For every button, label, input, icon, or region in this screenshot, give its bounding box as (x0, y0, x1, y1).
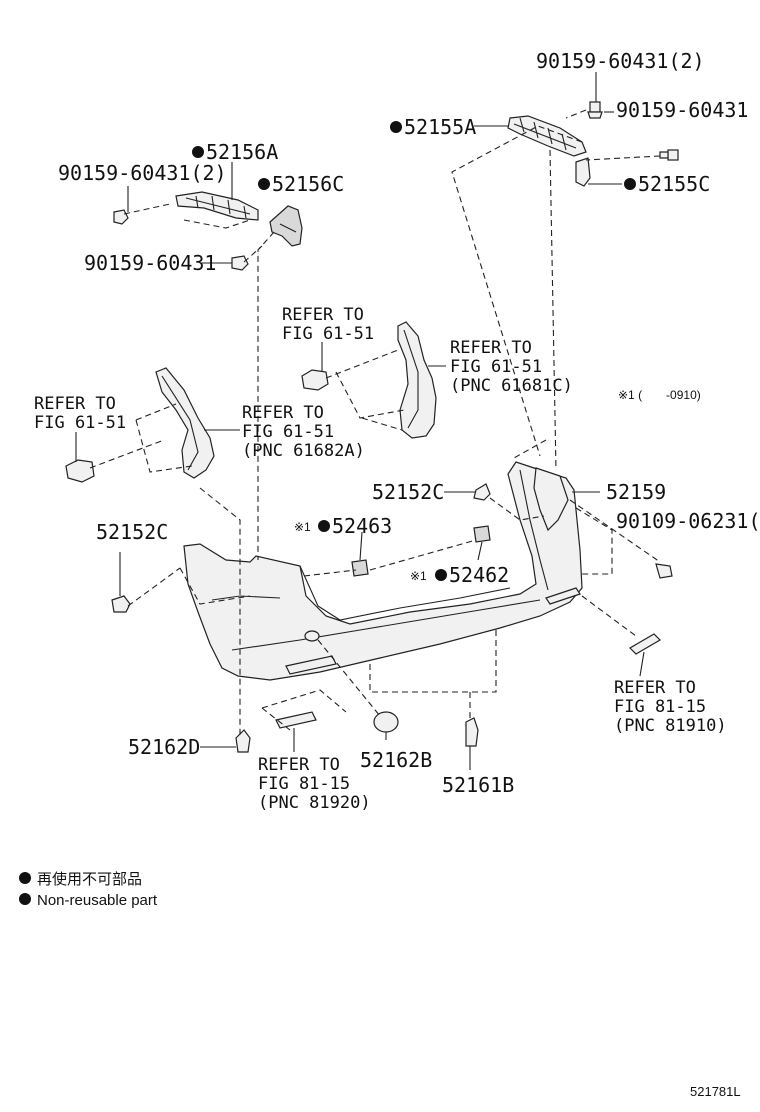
non-reusable-mark-52155C (624, 178, 636, 190)
label-90159-60431-top: 90159-60431 (616, 98, 748, 122)
label-52162B: 52162B (360, 748, 432, 772)
label-refer-to-61682A: REFER TO (242, 403, 324, 423)
legend: 再使用不可部品 Non-reusable part (19, 871, 158, 909)
callout-labels: 90159-60431(2) 90159-60431 52155A 52155C… (34, 49, 760, 813)
retainer-52156A[interactable] (175, 191, 259, 221)
label-52155A: 52155A (404, 115, 476, 139)
reflector-81910[interactable] (629, 633, 661, 655)
clip-52155C[interactable] (575, 157, 591, 187)
non-reusable-mark-52156A (192, 146, 204, 158)
clip-52162D[interactable] (235, 729, 251, 753)
label-90159-60431-left: 90159-60431 (84, 251, 216, 275)
label-pnc-81920: (PNC 81920) (258, 793, 371, 813)
diagram-id: 521781L (690, 1084, 741, 1099)
label-mark-1-52463: ※1 (294, 520, 311, 534)
legend-text-en: Non-reusable part (37, 892, 158, 909)
label-refer-to-81920: REFER TO (258, 755, 340, 775)
label-52462: 52462 (449, 563, 509, 587)
clip-61-51-left[interactable] (65, 459, 95, 483)
reflector-81920[interactable] (275, 711, 317, 729)
label-52159: 52159 (606, 480, 666, 504)
bolt-90159-60431-top[interactable] (587, 101, 603, 119)
pad-52463[interactable] (351, 559, 369, 577)
bracket-52156C[interactable] (269, 205, 303, 247)
label-90109-06231-4: 90109-06231(4) (616, 509, 760, 533)
rear-bumper-cover[interactable] (183, 461, 583, 681)
clip-52152C-left[interactable] (111, 595, 131, 613)
label-pnc-81910: (PNC 81910) (614, 716, 727, 736)
label-52152C-left: 52152C (96, 520, 168, 544)
clip-61-51-upper[interactable] (301, 369, 329, 391)
label-fig-61-51-61681C: FIG 61-51 (450, 357, 542, 377)
label-refer-to-81910: REFER TO (614, 678, 696, 698)
bolt-90159-60431-right[interactable] (659, 149, 679, 161)
cap-52162B[interactable] (373, 711, 399, 733)
label-mark-1-52462: ※1 (410, 569, 427, 583)
label-52162D: 52162D (128, 735, 200, 759)
bolt-90159-60431-left-top[interactable] (113, 209, 129, 225)
label-date-range-note: ※1 ( -0910) (618, 388, 701, 402)
non-reusable-mark-52155A (390, 121, 402, 133)
label-pnc-61681C: (PNC 61681C) (450, 376, 573, 396)
label-refer-to-left: REFER TO (34, 394, 116, 414)
non-reusable-mark-52463 (318, 520, 330, 532)
label-fig-61-51-upper: FIG 61-51 (282, 324, 374, 344)
screw-90109-06231[interactable] (655, 563, 673, 579)
label-pnc-61682A: (PNC 61682A) (242, 441, 365, 461)
label-52463: 52463 (332, 514, 392, 538)
leader-lines (75, 72, 645, 770)
label-fig-61-51-61682A: FIG 61-51 (242, 422, 334, 442)
non-reusable-mark-52462 (435, 569, 447, 581)
side-bracket-61682A[interactable] (155, 367, 215, 479)
retainer-52155A[interactable] (507, 115, 587, 157)
label-52161B: 52161B (442, 773, 514, 797)
label-refer-to-upper: REFER TO (282, 305, 364, 325)
clip-52152C-right[interactable] (473, 483, 491, 501)
label-90159-60431-2-top: 90159-60431(2) (536, 49, 705, 73)
non-reusable-mark-52156C (258, 178, 270, 190)
pad-52462[interactable] (473, 525, 491, 543)
label-fig-61-51-left: FIG 61-51 (34, 413, 126, 433)
label-90159-60431-2-left: 90159-60431(2) (58, 161, 227, 185)
side-bracket-61681C[interactable] (397, 321, 437, 439)
legend-text-jp: 再使用不可部品 (37, 871, 142, 888)
bolt-90159-60431-left-bottom[interactable] (231, 255, 249, 271)
label-fig-81-15-81910: FIG 81-15 (614, 697, 706, 717)
label-52155C: 52155C (638, 172, 710, 196)
label-52156A: 52156A (206, 140, 278, 164)
label-fig-81-15-81920: FIG 81-15 (258, 774, 350, 794)
clip-52161B[interactable] (465, 717, 479, 747)
dashed-lines (89, 109, 661, 736)
label-52156C: 52156C (272, 172, 344, 196)
legend-dot-en (19, 893, 31, 905)
label-52152C-right: 52152C (372, 480, 444, 504)
legend-dot-jp (19, 872, 31, 884)
label-refer-to-61681C: REFER TO (450, 338, 532, 358)
